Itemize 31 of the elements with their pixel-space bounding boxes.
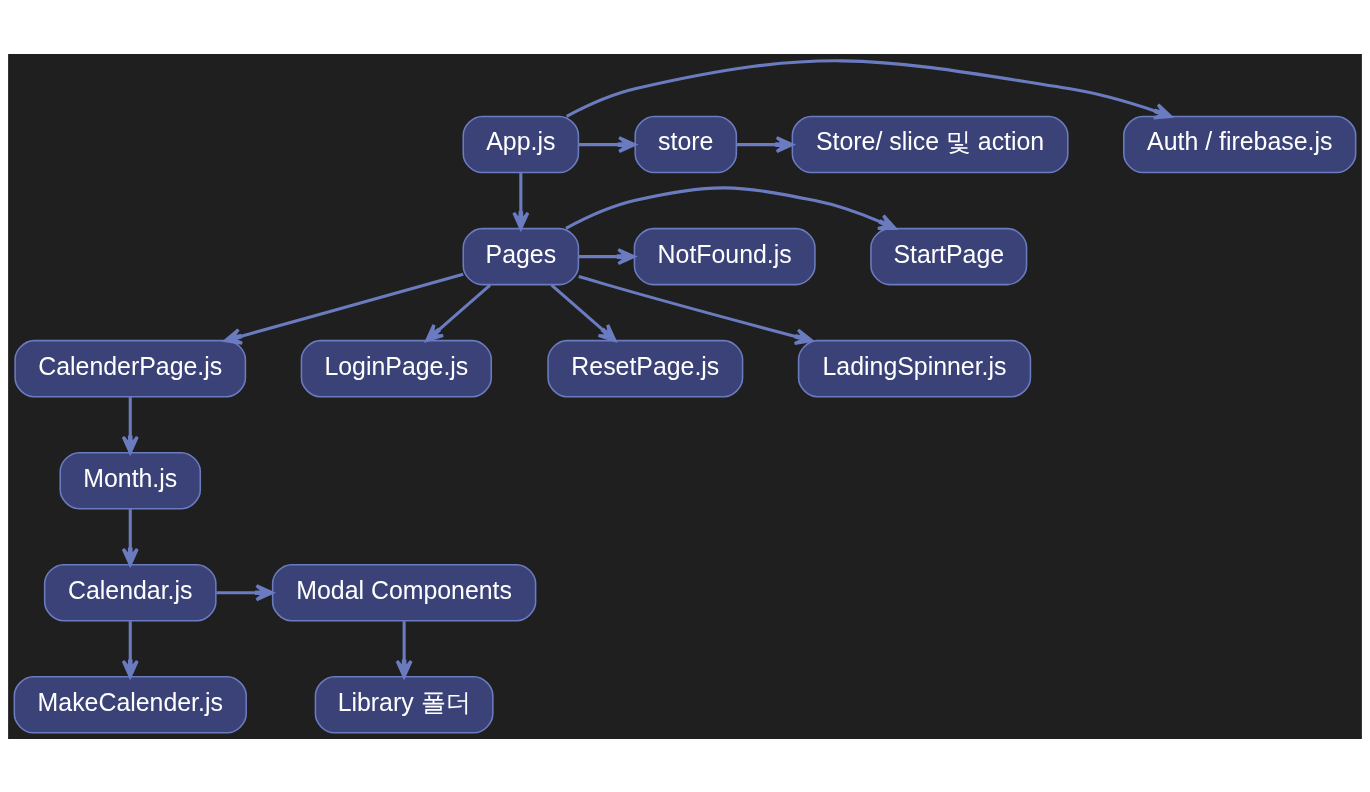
node-box: StartPage xyxy=(870,227,1028,285)
node-box: Auth / firebase.js xyxy=(1123,115,1357,173)
node-box: MakeCalender.js xyxy=(13,675,247,734)
arrow xyxy=(565,185,897,230)
node-box: Calendar.js xyxy=(43,563,217,621)
arrow xyxy=(121,620,139,678)
arrow xyxy=(121,508,139,566)
node-box: Modal Components xyxy=(271,563,537,621)
arrow xyxy=(736,135,794,153)
node-box: Month.js xyxy=(59,451,202,509)
arrow xyxy=(121,396,139,454)
node-box: LadingSpinner.js xyxy=(797,339,1032,397)
node-box: Pages xyxy=(462,227,580,285)
arrow xyxy=(565,58,1173,119)
node-box: CalenderPage.js xyxy=(14,339,247,397)
arrow xyxy=(395,620,413,678)
arrow xyxy=(578,135,637,153)
node-box: App.js xyxy=(462,115,580,173)
node-box: store xyxy=(634,115,738,173)
node-box: LoginPage.js xyxy=(300,339,493,397)
arrow xyxy=(512,172,530,230)
arrow xyxy=(216,583,274,601)
node-box: Store/ slice 및 action xyxy=(791,115,1069,173)
arrow xyxy=(578,274,814,345)
arrow xyxy=(425,283,492,342)
arrow xyxy=(223,272,464,345)
arrow xyxy=(578,247,636,265)
arrow xyxy=(550,283,617,342)
node-box: NotFound.js xyxy=(633,227,816,285)
node-box: ResetPage.js xyxy=(547,339,744,397)
node-box: Library 폴더 xyxy=(314,675,494,734)
